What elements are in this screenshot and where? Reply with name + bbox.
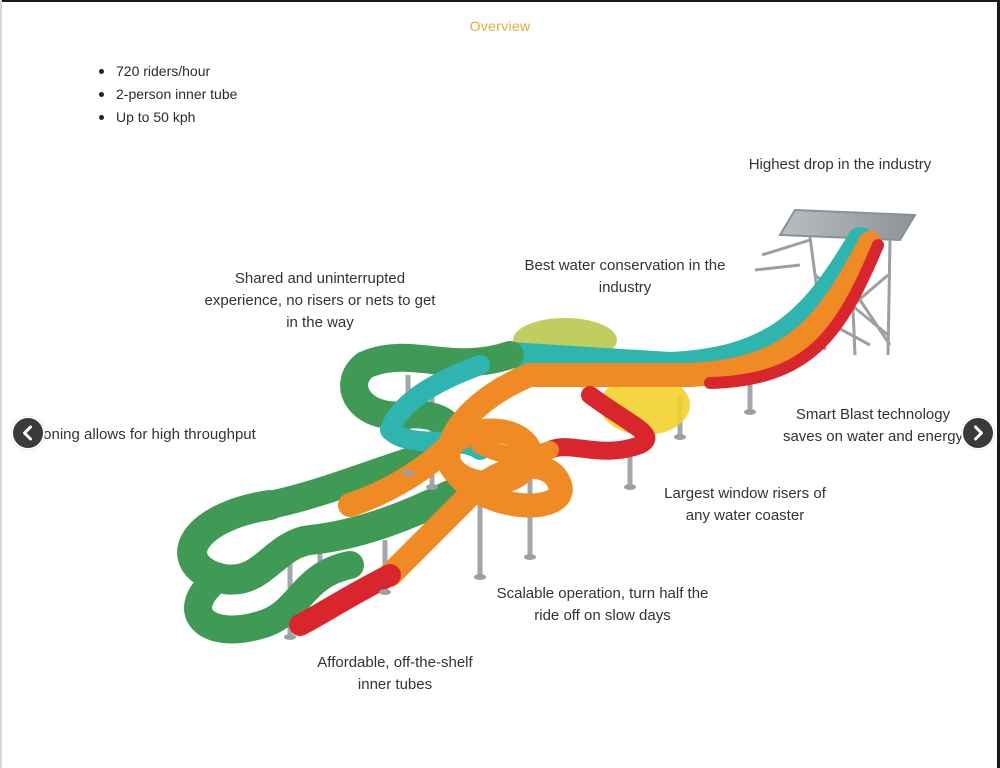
base-plates xyxy=(284,409,756,640)
chevron-right-icon xyxy=(974,425,983,441)
window-right-border xyxy=(997,0,1000,768)
feature-item-speed: Up to 50 kph xyxy=(98,106,237,129)
water-coaster-illustration xyxy=(177,208,917,644)
feature-list: 720 riders/hour 2-person inner tube Up t… xyxy=(98,60,237,129)
callout-shared-experience: Shared and uninterrupted experience, no … xyxy=(204,270,436,331)
callout-highest-drop: Highest drop in the industry xyxy=(748,156,932,173)
slide-red-segment xyxy=(289,564,401,636)
next-slide-button[interactable] xyxy=(961,416,995,450)
callout-zoning: Zoning allows for high throughput xyxy=(34,426,256,443)
slide-green-loop-lower xyxy=(177,480,465,595)
callout-water-conservation: Best water conservation in the industry xyxy=(524,257,726,296)
feature-item-tube: 2-person inner tube xyxy=(98,83,237,106)
page-title: Overview xyxy=(469,18,531,34)
chevron-left-icon xyxy=(23,425,32,441)
callout-smart-blast: Smart Blast technology saves on water an… xyxy=(782,406,964,445)
prev-slide-button[interactable] xyxy=(11,416,45,450)
window-left-border xyxy=(0,0,2,768)
window-top-border xyxy=(0,0,1000,2)
callout-scalable: Scalable operation, turn half the ride o… xyxy=(496,585,709,624)
callout-inner-tubes: Affordable, off-the-shelf inner tubes xyxy=(317,654,473,693)
feature-item-riders: 720 riders/hour xyxy=(98,60,237,83)
callout-window-risers: Largest window risers of any water coast… xyxy=(664,485,826,524)
